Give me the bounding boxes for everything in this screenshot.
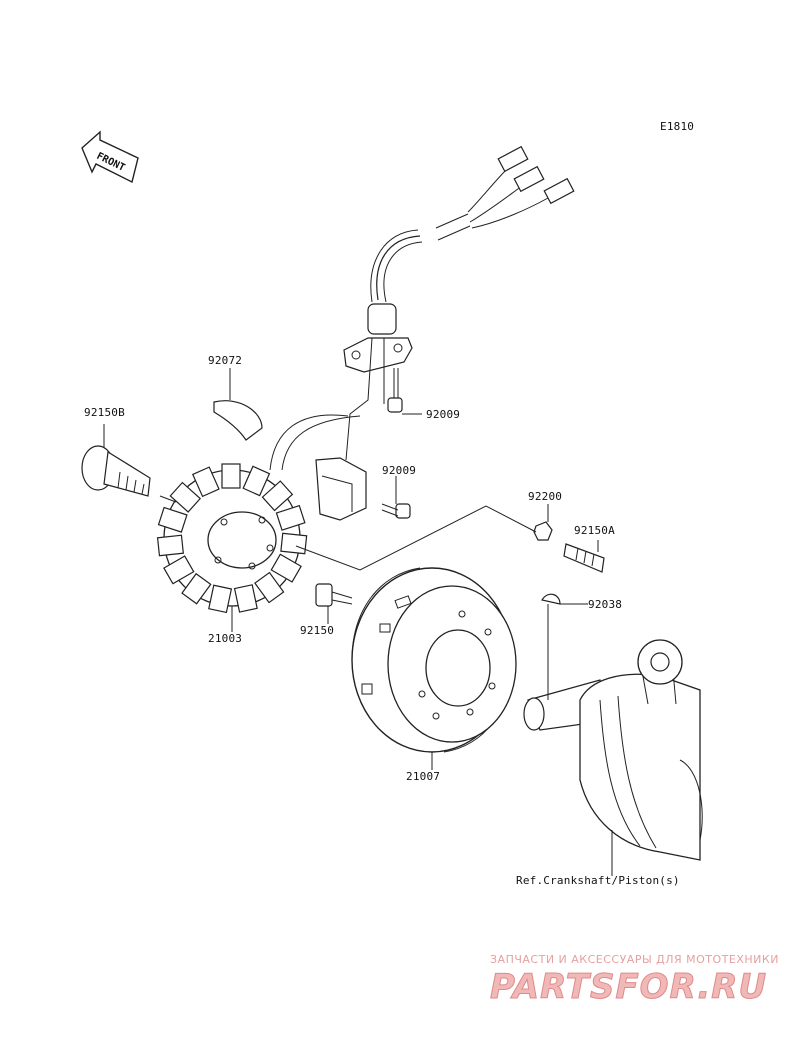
ref-note: Ref.Crankshaft/Piston(s)	[516, 874, 680, 887]
nut-92200	[533, 521, 553, 541]
part-label: 92200	[528, 490, 562, 503]
harness-bracket	[343, 337, 413, 373]
part-label: 92150B	[84, 406, 125, 419]
part-label: 21003	[208, 632, 242, 645]
rotor-21007	[351, 567, 517, 753]
diagram-code: E1810	[660, 120, 694, 133]
stud-92150a	[563, 543, 605, 573]
part-label: 21007	[406, 770, 440, 783]
part-label: 92009	[426, 408, 460, 421]
stator-21003	[156, 463, 308, 614]
part-label: 92150	[300, 624, 334, 637]
watermark-brand: PARTSFOR.RU	[490, 967, 767, 1007]
front-arrow-icon: FRONT	[81, 130, 139, 184]
connector-2	[513, 165, 545, 193]
clamp-92072	[213, 400, 263, 441]
wire-harness	[269, 145, 575, 471]
connector-3	[543, 177, 575, 205]
part-label: 92072	[208, 354, 242, 367]
watermark-tagline: ЗАПЧАСТИ И АКСЕССУАРЫ ДЛЯ МОТОТЕХНИКИ	[490, 953, 779, 966]
bolt-92150	[315, 583, 353, 607]
pickup-coil	[315, 457, 367, 521]
part-label: 92009	[382, 464, 416, 477]
bolt-92150b	[81, 445, 151, 497]
screw-92009-upper	[387, 368, 403, 413]
part-label: 92038	[588, 598, 622, 611]
connector-1	[497, 145, 529, 173]
leader-lines	[103, 368, 613, 876]
part-label: 92150A	[574, 524, 615, 537]
screw-92009-lower	[381, 503, 411, 519]
grommet	[367, 303, 397, 335]
woodruff-key-92038	[541, 593, 561, 605]
crankshaft-ref	[523, 639, 703, 861]
